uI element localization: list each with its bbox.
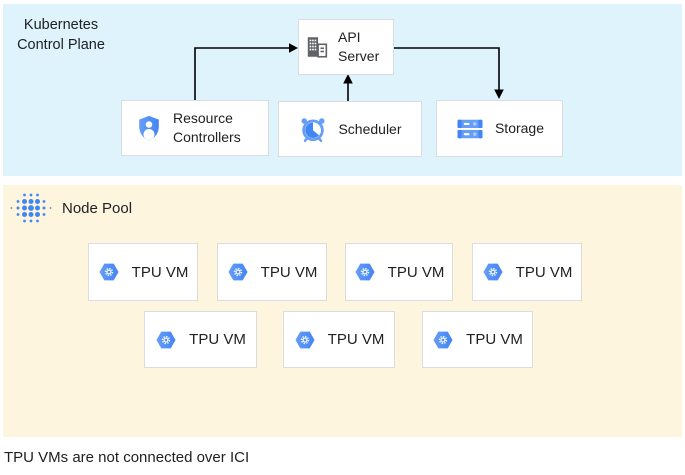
tpu-hexagon-icon (98, 261, 120, 283)
resource-controllers-node: Resource Controllers (121, 100, 269, 156)
tpu-vm-node: TPU VM (472, 243, 582, 301)
tpu-vm-node: TPU VM (422, 311, 533, 368)
alarm-clock-icon (298, 114, 328, 144)
api-server-node: API Server (298, 19, 394, 75)
storage-disks-icon (455, 114, 485, 144)
tpu-vm-label: TPU VM (131, 263, 189, 281)
storage-node: Storage (436, 100, 563, 157)
tpu-vm-node: TPU VM (283, 311, 395, 368)
tpu-hexagon-icon (482, 261, 504, 283)
tpu-hexagon-icon (432, 329, 454, 351)
tpu-vm-label: TPU VM (515, 263, 573, 281)
node-pool-header: Node Pool (10, 188, 132, 228)
tpu-hexagon-icon (227, 261, 249, 283)
tpu-vm-node: TPU VM (88, 243, 198, 301)
dot-cluster-icon (10, 189, 52, 227)
tpu-vm-label: TPU VM (466, 331, 523, 348)
tpu-hexagon-icon (294, 329, 316, 351)
control-plane-title: Kubernetes Control Plane (17, 17, 105, 53)
api-server-label: API Server (338, 29, 380, 64)
tpu-vm-node: TPU VM (345, 243, 453, 301)
tpu-vm-label: TPU VM (327, 331, 385, 348)
tpu-vm-label: TPU VM (189, 331, 246, 348)
footnote-text: TPU VMs are not connected over ICI (4, 449, 250, 466)
tpu-vm-node: TPU VM (144, 311, 257, 368)
building-icon (304, 34, 330, 60)
tpu-vm-label: TPU VM (387, 263, 445, 281)
tpu-vm-label: TPU VM (260, 263, 318, 281)
storage-label: Storage (494, 120, 545, 136)
tpu-hexagon-icon (354, 261, 376, 283)
scheduler-node: Scheduler (278, 101, 422, 157)
resource-controllers-label: Resource Controllers (173, 110, 241, 145)
tpu-vm-node: TPU VM (217, 243, 327, 301)
shield-person-icon (135, 114, 163, 142)
tpu-hexagon-icon (155, 329, 177, 351)
scheduler-label: Scheduler (338, 120, 402, 137)
node-pool-label: Node Pool (62, 199, 133, 217)
